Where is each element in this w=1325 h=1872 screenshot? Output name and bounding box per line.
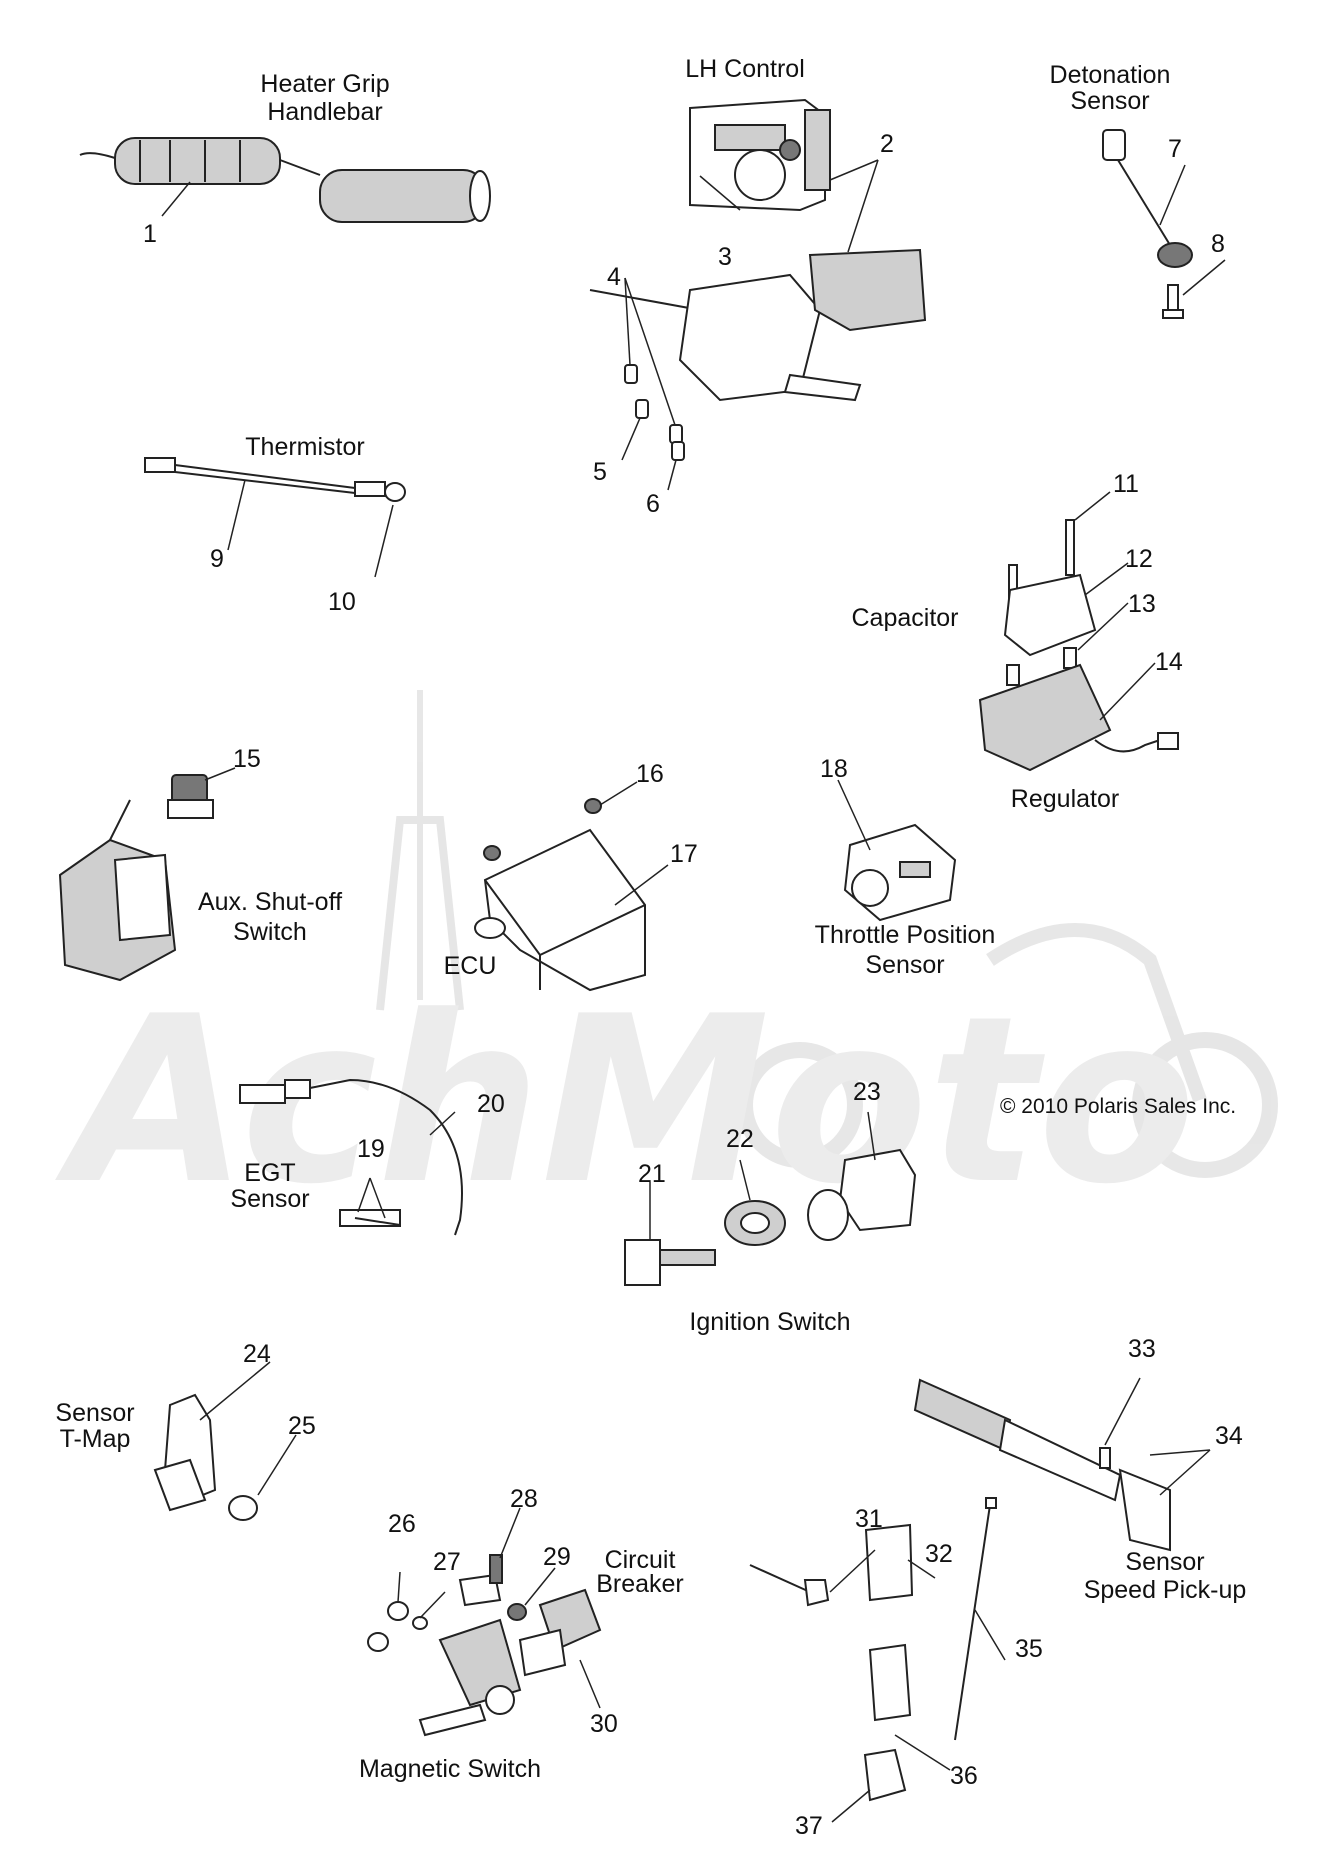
egt-sensor-part — [239, 1078, 463, 1236]
callout-34: 34 — [1215, 1422, 1243, 1450]
label-regulator: Regulator — [1010, 785, 1120, 813]
callout-20: 20 — [477, 1090, 505, 1118]
callout-2: 2 — [880, 130, 894, 158]
label-lh-control: LH Control — [685, 55, 805, 83]
callout-33: 33 — [1128, 1335, 1156, 1363]
callout-1: 1 — [143, 220, 157, 248]
callout-26: 26 — [388, 1510, 416, 1538]
watermark-graphic — [376, 690, 1278, 1178]
callout-23: 23 — [853, 1078, 881, 1106]
callout-31: 31 — [855, 1505, 883, 1533]
callout-17: 17 — [670, 840, 698, 868]
callout-4: 4 — [607, 263, 621, 291]
callout-24: 24 — [243, 1340, 271, 1368]
callout-5: 5 — [593, 458, 607, 486]
label-ignition-switch: Ignition Switch — [689, 1308, 851, 1336]
callout-3: 3 — [718, 243, 732, 271]
speed-pickup-part — [749, 1378, 1171, 1802]
callout-30: 30 — [590, 1710, 618, 1738]
ignition-switch-part — [624, 1148, 917, 1286]
magnetic-switch-part — [367, 1554, 522, 1737]
callout-14: 14 — [1155, 648, 1183, 676]
copyright-notice: © 2010 Polaris Sales Inc. — [1000, 1095, 1237, 1118]
aux-shutoff-switch-part — [58, 774, 214, 982]
capacitor-regulator-part — [978, 519, 1179, 772]
callout-8: 8 — [1211, 230, 1225, 258]
detonation-sensor-part — [1102, 129, 1193, 319]
callout-35: 35 — [1015, 1635, 1043, 1663]
label-ecu: ECU — [443, 952, 497, 980]
circuit-breaker-part — [507, 1588, 602, 1677]
callout-37: 37 — [795, 1812, 823, 1840]
callout-13: 13 — [1128, 590, 1156, 618]
callout-9: 9 — [210, 545, 224, 573]
callout-22: 22 — [726, 1125, 754, 1153]
callout-25: 25 — [288, 1412, 316, 1440]
thermistor-part — [144, 457, 406, 502]
callout-10: 10 — [328, 588, 356, 616]
label-magnetic-switch: Magnetic Switch — [358, 1755, 542, 1783]
callout-6: 6 — [646, 490, 660, 518]
callout-15: 15 — [233, 745, 261, 773]
callout-19: 19 — [357, 1135, 385, 1163]
callout-29: 29 — [543, 1543, 571, 1571]
callout-28: 28 — [510, 1485, 538, 1513]
lh-control-housing-top — [689, 98, 831, 212]
tmap-sensor-part — [153, 1393, 258, 1521]
callout-11: 11 — [1113, 470, 1139, 498]
label-thermistor: Thermistor — [245, 433, 365, 461]
label-capacitor: Capacitor — [851, 604, 959, 632]
callout-21: 21 — [638, 1160, 666, 1188]
callout-16: 16 — [636, 760, 664, 788]
callout-27: 27 — [433, 1548, 461, 1576]
callout-7: 7 — [1168, 135, 1182, 163]
callout-18: 18 — [820, 755, 848, 783]
ecu-part — [474, 798, 646, 992]
callout-32: 32 — [925, 1540, 953, 1568]
lh-control-assembly — [589, 248, 927, 461]
callout-12: 12 — [1125, 545, 1153, 573]
callout-36: 36 — [950, 1762, 978, 1790]
throttle-position-sensor-part — [843, 823, 957, 922]
heater-grip-part — [79, 137, 491, 223]
